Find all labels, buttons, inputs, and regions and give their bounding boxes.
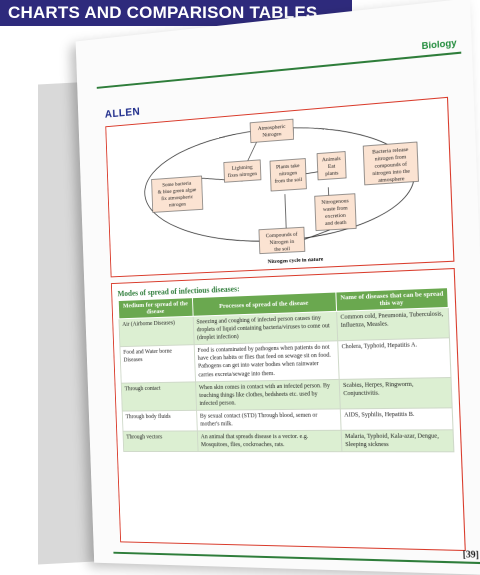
cell-process: An animal that spreads disease is a vect… — [197, 430, 342, 452]
cell-diseases: AIDS, Syphilis, Hepatitis B. — [340, 408, 453, 431]
table-row: Through body fluids By sexual contact (S… — [122, 408, 453, 432]
cell-process: Sneezing and coughing of infected person… — [193, 311, 338, 345]
node-nitrogenous-text: Nitrogenouswaste fromexcretionand death — [321, 198, 349, 227]
publisher-logo: ALLEN — [105, 106, 141, 121]
diseases-table-box: Modes of spread of infectious diseases: … — [111, 268, 466, 551]
arrow-soil-plants — [285, 194, 286, 230]
book-page: Biology ALLEN AtmosphericNitrogen Lightn… — [76, 0, 480, 575]
diagram-caption: Nitrogen cycle in nature — [268, 256, 324, 265]
nitrogen-cycle-diagram: AtmosphericNitrogen Lightningfixes nitro… — [105, 97, 454, 278]
cell-diseases: Cholera, Typhoid, Hepatitis A. — [338, 338, 451, 379]
cell-medium: Air (Airborne Diseases) — [119, 316, 194, 347]
footer-rule — [113, 552, 480, 564]
page-number: [39] — [462, 549, 479, 560]
cell-medium: Through body fluids — [122, 410, 197, 431]
subject-label: Biology — [421, 37, 456, 51]
cell-medium: Through vectors — [123, 431, 198, 452]
table-row: Food and Water borne Diseases Food is co… — [120, 338, 451, 383]
header-rule — [97, 52, 462, 89]
cell-diseases: Common cold, Pneumonia, Tuberculosis, In… — [337, 307, 450, 341]
diagram-svg: AtmosphericNitrogen Lightningfixes nitro… — [106, 98, 453, 276]
cell-medium: Food and Water borne Diseases — [120, 345, 195, 383]
cell-diseases: Scabies, Herpes, Ringworm, Conjunctiviti… — [339, 377, 452, 409]
table-row: Through vectors An animal that spreads d… — [123, 430, 454, 452]
cell-process: When skin comes in contact with an infec… — [195, 379, 340, 410]
cell-process: By sexual contact (STD) Through blood, s… — [196, 409, 341, 431]
diseases-table: Medium for spread of the disease Process… — [118, 287, 455, 453]
cell-medium: Through contact — [121, 382, 196, 411]
table-row: Through contact When skin comes in conta… — [121, 377, 452, 411]
cell-diseases: Malaria, Typhoid, Kala-azar, Dengue, Sle… — [341, 430, 454, 452]
cell-process: Food is contaminated by pathogens when p… — [194, 341, 339, 381]
arrow-atm-lightning — [246, 140, 258, 163]
